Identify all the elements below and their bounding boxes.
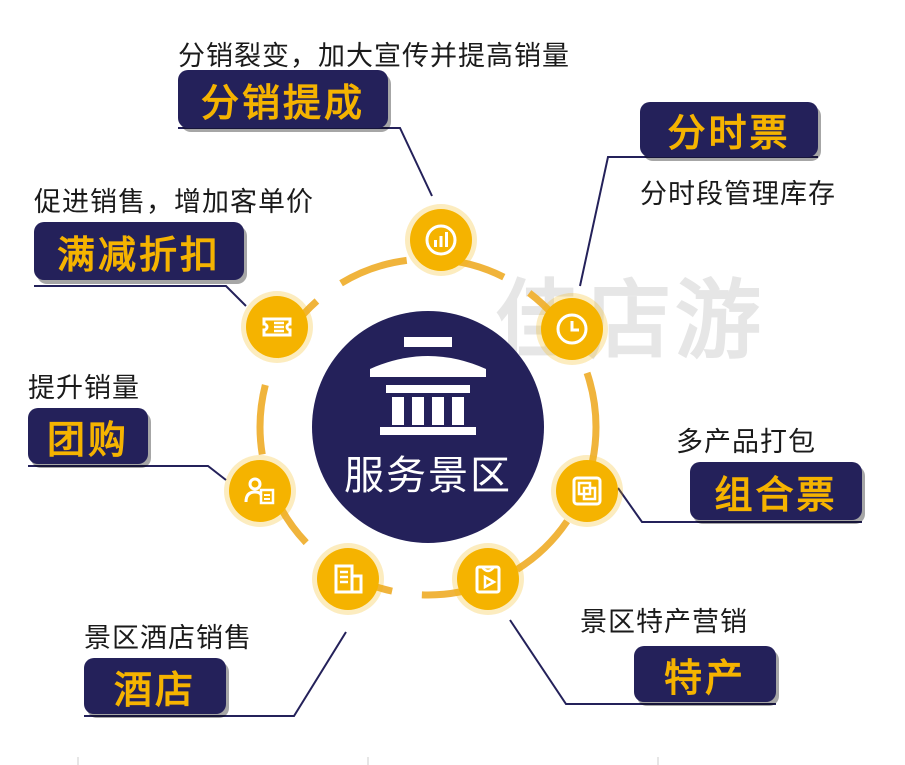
hotel-badge: 酒店	[84, 658, 226, 714]
group-buy-badge: 团购	[28, 408, 148, 464]
timed-ticket-description: 分时段管理库存	[640, 179, 836, 210]
specialty-badge: 特产	[634, 646, 776, 702]
coupon-icon	[246, 296, 308, 358]
specialty-description: 景区特产营销	[580, 607, 748, 638]
connector-combo-ticket	[617, 487, 862, 523]
combo-ticket-badge: 组合票	[690, 462, 862, 520]
group-user-icon	[229, 460, 291, 522]
connector-specialty	[509, 619, 776, 705]
timed-ticket-badge: 分时票	[640, 102, 818, 157]
connector-group-buy	[28, 465, 227, 481]
distribution-description: 分销裂变，加大宣传并提高销量	[178, 41, 570, 72]
discount-description: 促进销售，增加客单价	[34, 187, 314, 218]
hotel-description: 景区酒店销售	[84, 623, 252, 654]
distribution-badge: 分销提成	[178, 70, 388, 128]
connector-timed-ticket	[579, 156, 818, 287]
watermark-text: 佳店游	[495, 271, 765, 371]
combo-ticket-description: 多产品打包	[676, 427, 816, 458]
bar-chart-icon	[410, 209, 472, 271]
connector-discount	[34, 285, 247, 307]
discount-badge: 满减折扣	[34, 222, 244, 280]
building-icon	[317, 548, 379, 610]
temple-icon	[370, 337, 486, 435]
group-buy-description: 提升销量	[28, 373, 140, 404]
clock-icon	[541, 298, 603, 360]
play-bag-icon	[457, 548, 519, 610]
combo-icon	[556, 460, 618, 522]
connector-distribution	[178, 127, 433, 197]
connector-hotel	[84, 631, 347, 717]
center-label: 服务景区	[344, 453, 512, 499]
dashed-ring	[256, 255, 600, 599]
center-circle: 服务景区	[312, 311, 544, 543]
